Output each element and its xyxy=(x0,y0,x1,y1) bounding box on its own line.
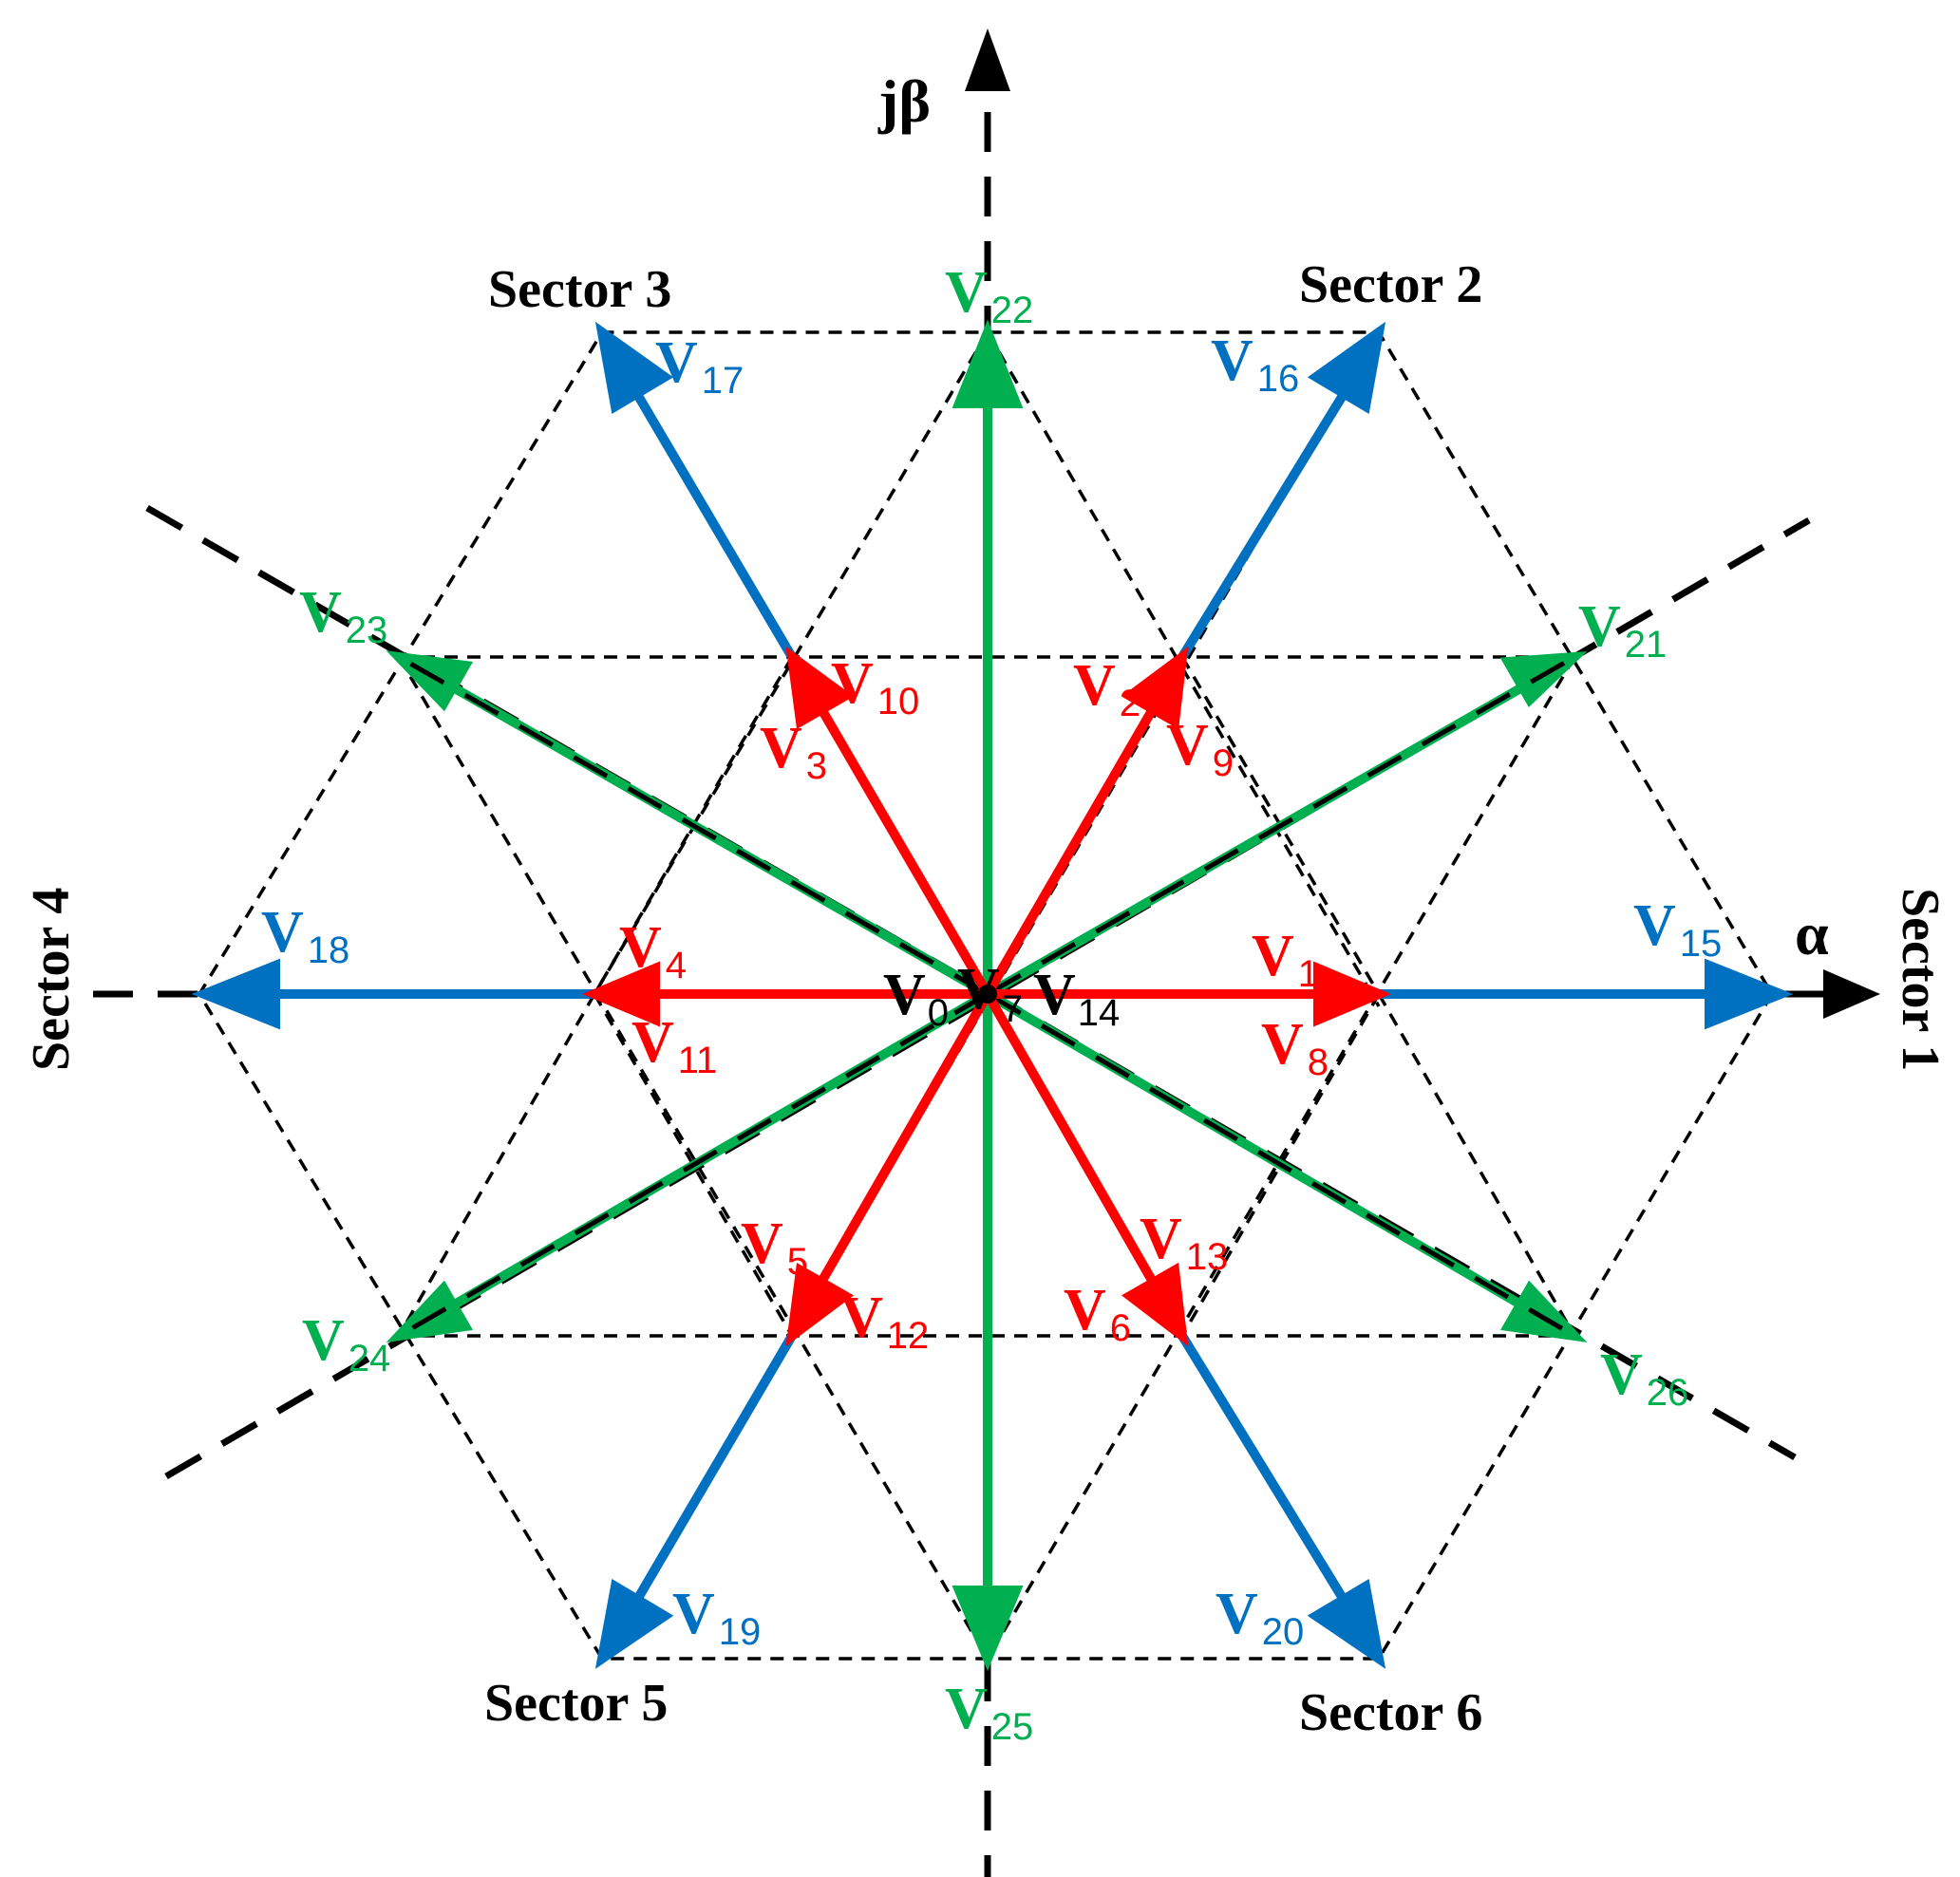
arrowhead-v24 xyxy=(386,1280,474,1342)
arrowhead-v5 xyxy=(785,1262,855,1347)
sector-6-label: Sector 6 xyxy=(1299,1683,1482,1742)
arrowhead-v18 xyxy=(191,958,280,1030)
overlay-dash xyxy=(986,991,1576,1339)
vector-v20 xyxy=(1178,1333,1351,1607)
vector-v5 xyxy=(816,991,992,1286)
grid-line xyxy=(1377,993,1576,1337)
grid-line xyxy=(397,656,989,1660)
alpha-axis-label: α xyxy=(1795,900,1829,967)
grid-line xyxy=(1180,993,1381,1337)
arrowhead-v19 xyxy=(594,1579,674,1669)
arrowhead-v1 xyxy=(1313,961,1391,1027)
beta-axis-arrowhead xyxy=(965,28,1010,91)
vector-v2 xyxy=(983,704,1159,997)
small-vectors xyxy=(582,647,1391,1347)
sector-5-label: Sector 5 xyxy=(484,1674,668,1733)
arrowhead-v23 xyxy=(386,650,474,712)
large-vectors xyxy=(191,321,1794,1669)
arrowhead-v16 xyxy=(1307,321,1386,414)
alpha-axis-arrowhead xyxy=(1823,969,1880,1019)
arrowhead-v3 xyxy=(785,647,855,730)
sector-2-label: Sector 2 xyxy=(1299,255,1482,314)
vector-v17 xyxy=(630,386,797,660)
sector-4-label: Sector 4 xyxy=(22,888,81,1071)
grid-line xyxy=(593,993,794,1337)
origin-point xyxy=(978,985,997,1004)
sector-3-label: Sector 3 xyxy=(488,260,671,319)
arrowhead-v6 xyxy=(1121,1262,1189,1347)
overlay-dash xyxy=(986,654,1576,997)
label-v14: V14 xyxy=(1033,963,1120,1034)
diagonal-overlay-dashes xyxy=(397,654,1576,1339)
sector-1-label: Sector 1 xyxy=(1891,888,1950,1071)
arrowhead-v2 xyxy=(1121,647,1189,730)
vector-v6 xyxy=(983,991,1159,1286)
beta-axis-label: jβ xyxy=(877,67,931,135)
arrowhead-v4 xyxy=(582,961,660,1027)
overlay-dash xyxy=(397,991,989,1339)
arrowhead-v15 xyxy=(1705,958,1794,1030)
arrowhead-v20 xyxy=(1307,1579,1386,1669)
overlay-dash xyxy=(397,654,989,997)
label-v7: V7 xyxy=(957,957,1023,1030)
vector-v3 xyxy=(816,704,992,997)
vector-v16 xyxy=(1178,386,1351,660)
arrowhead-v22 xyxy=(952,319,1024,408)
arrowhead-v17 xyxy=(594,321,674,414)
vector-v19 xyxy=(630,1333,797,1607)
arrowhead-v25 xyxy=(952,1586,1024,1671)
label-v0: V0 xyxy=(883,963,949,1034)
grid-line xyxy=(397,993,596,1337)
